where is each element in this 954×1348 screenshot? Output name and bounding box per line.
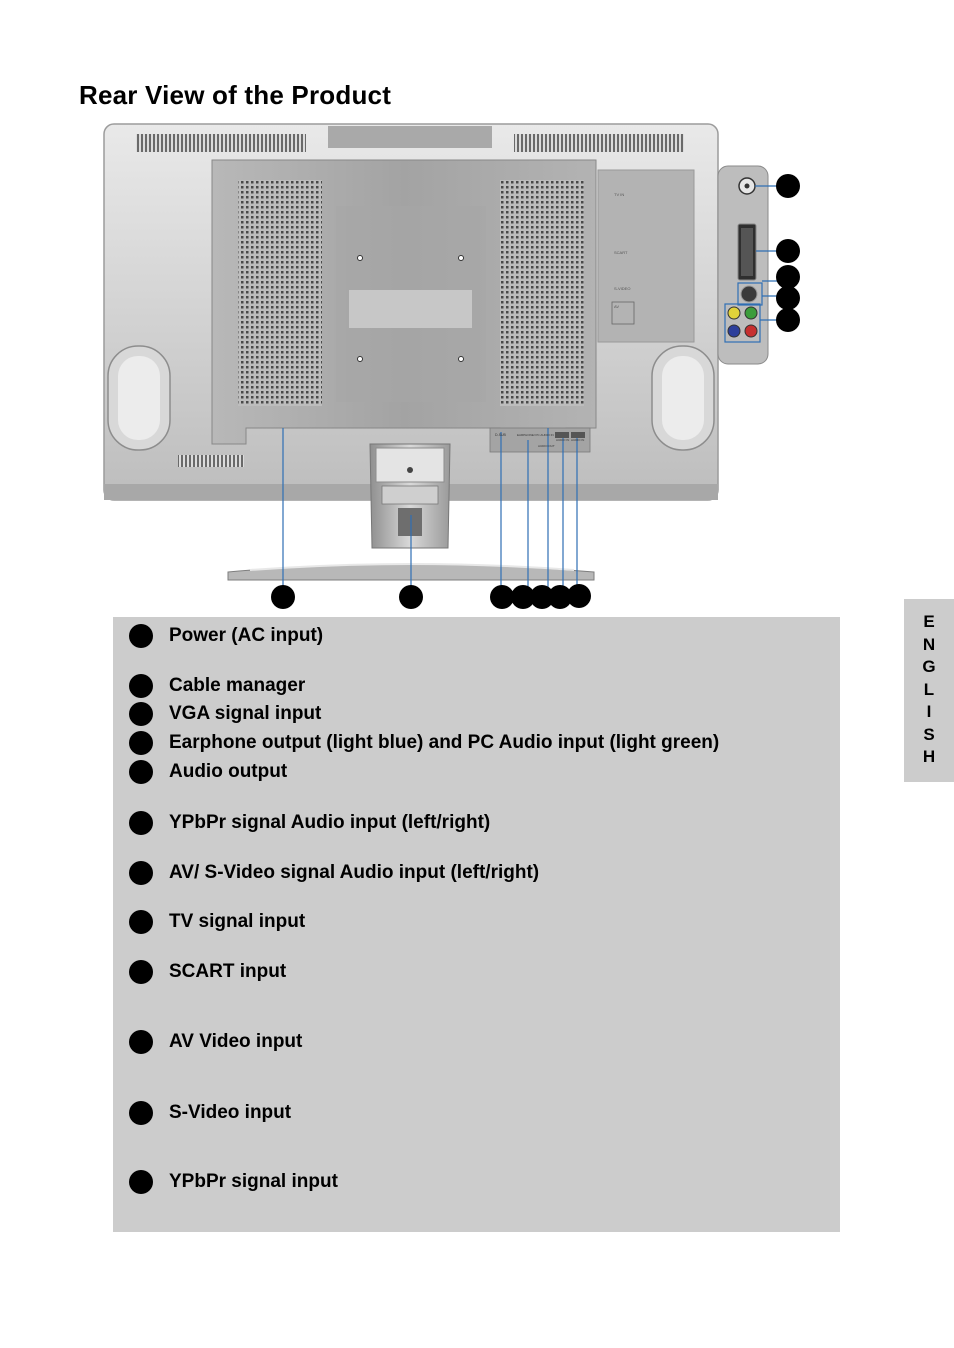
callout-marker [271,585,295,609]
language-letter: S [923,724,935,744]
callout-markers-side [776,174,800,332]
connector-label: TV signal input [169,911,306,932]
page-title: Rear View of the Product [79,80,392,110]
list-item: Audio output [113,756,840,784]
tv-rear-view-figure [103,123,800,609]
connector-label: YPbPr signal Audio input (left/right) [169,812,491,833]
language-letter: G [922,657,936,676]
callout-marker [776,174,800,198]
callout-markers-bottom [271,584,591,609]
connector-label: Earphone output (light blue) and PC Audi… [169,732,720,753]
tv-stand [227,443,595,581]
bullet-marker [129,731,153,755]
list-item: VGA signal input [113,698,840,726]
bullet-marker [129,861,153,885]
connector-label: AV Video input [169,1031,303,1052]
bullet-marker [129,910,153,934]
list-item: Earphone output (light blue) and PC Audi… [113,727,840,755]
connector-label: YPbPr signal input [169,1171,338,1192]
callout-marker [399,585,423,609]
callout-marker [776,265,800,289]
language-letter: N [922,634,936,654]
list-item: SCART input [113,956,840,984]
callout-marker [490,585,514,609]
language-letter: E [923,612,935,631]
bullet-marker [129,624,153,648]
bullet-marker [129,760,153,784]
connector-label: Cable manager [169,675,306,696]
list-item: AV Video input [113,1026,840,1054]
connector-label: S-Video input [169,1102,292,1123]
callout-marker [511,585,535,609]
list-item: TV signal input [113,906,840,934]
callout-marker [776,239,800,263]
language-letter: H [922,747,936,766]
bullet-marker [129,1170,153,1194]
connector-label: AV/ S-Video signal Audio input (left/rig… [169,862,540,883]
bullet-marker [129,674,153,698]
connector-label: Power (AC input) [169,625,324,646]
tv-body [103,123,719,501]
connector-label: SCART input [169,961,287,982]
bullet-marker [129,702,153,726]
callout-lines [282,185,779,588]
side-connector-panel [717,165,769,365]
bullet-marker [129,960,153,984]
list-item: S-Video input [113,1097,840,1125]
connector-label: Audio output [169,761,288,782]
list-item: Cable manager [113,670,840,698]
language-letter: I [926,702,932,721]
callout-marker [776,308,800,332]
callout-marker [567,584,591,608]
language-letter: L [923,679,935,699]
bullet-marker [129,1030,153,1054]
list-item: YPbPr signal input [113,1166,840,1194]
callout-marker [530,585,554,609]
connector-label: VGA signal input [169,703,322,724]
callout-marker [548,585,572,609]
connector-list: Power (AC input) Cable manager VGA signa… [113,617,840,1232]
list-item: YPbPr signal Audio input (left/right) [113,807,840,835]
callout-marker [776,286,800,310]
bullet-marker [129,811,153,835]
list-item: AV/ S-Video signal Audio input (left/rig… [113,857,840,885]
list-item: Power (AC input) [113,620,840,648]
bullet-marker [129,1101,153,1125]
language-tab: E N G L I S H [904,599,954,782]
